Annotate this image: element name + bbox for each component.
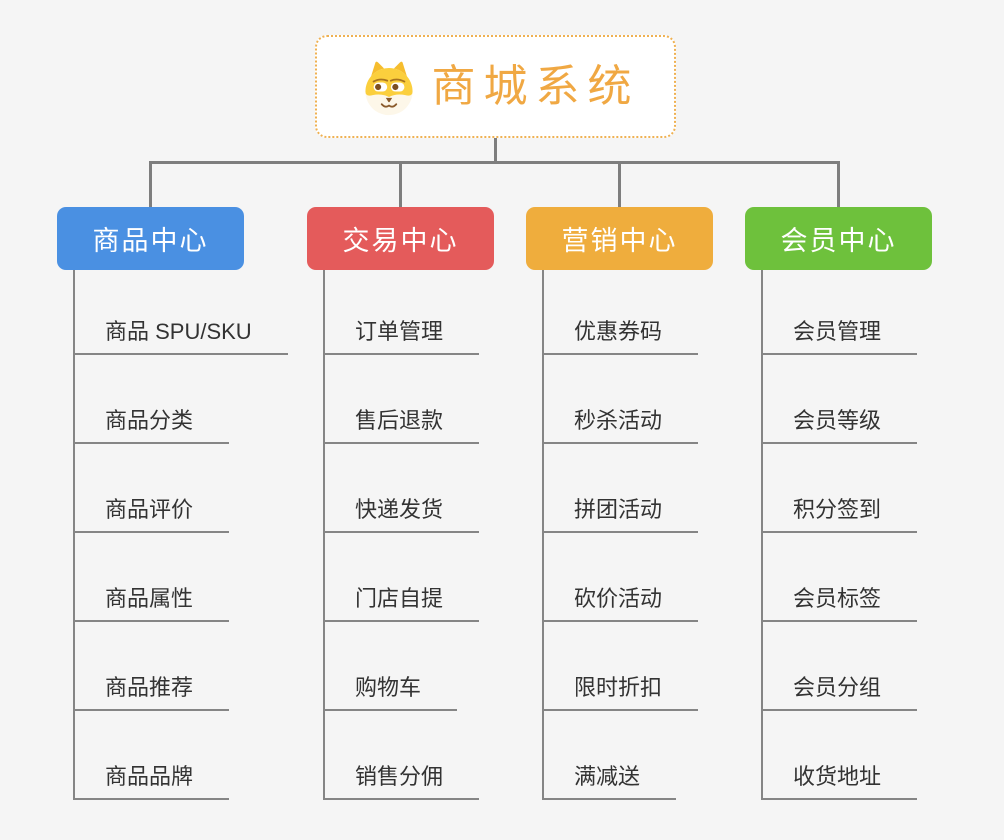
leaf-node[interactable]: 商品 SPU/SKU [75,319,288,355]
branch-node[interactable]: 会员中心 [745,207,932,270]
connector-bus [149,161,840,164]
root-node[interactable]: 商城系统 [315,35,676,138]
leaf-node[interactable]: 商品属性 [75,586,230,622]
leaf-node[interactable]: 销售分佣 [325,764,480,800]
connector-drop-4 [837,161,840,207]
branch-product-center: 商品中心 商品 SPU/SKU 商品分类 商品评价 商品属性 商品推荐 商品品牌 [57,207,288,800]
branch-marketing-center: 营销中心 优惠券码 秒杀活动 拼团活动 砍价活动 限时折扣 满减送 [526,207,713,800]
leaf-node[interactable]: 满减送 [544,764,677,800]
leaf-node[interactable]: 秒杀活动 [544,408,699,444]
leaf-node[interactable]: 订单管理 [325,319,480,355]
leaf-node[interactable]: 收货地址 [763,764,918,800]
leaf-node[interactable]: 优惠券码 [544,319,699,355]
leaf-node[interactable]: 限时折扣 [544,675,699,711]
branch-node[interactable]: 商品中心 [57,207,244,270]
leaf-list: 优惠券码 秒杀活动 拼团活动 砍价活动 限时折扣 满减送 [542,270,699,800]
leaf-node[interactable]: 积分签到 [763,497,918,533]
leaf-node[interactable]: 商品评价 [75,497,230,533]
leaf-list: 订单管理 售后退款 快递发货 门店自提 购物车 销售分佣 [323,270,480,800]
branch-label: 交易中心 [342,226,459,256]
leaf-node[interactable]: 会员分组 [763,675,918,711]
leaf-node[interactable]: 门店自提 [325,586,480,622]
shiba-dog-icon [364,61,413,115]
leaf-node[interactable]: 会员管理 [763,319,918,355]
leaf-node[interactable]: 会员标签 [763,586,918,622]
leaf-node[interactable]: 商品分类 [75,408,230,444]
leaf-node[interactable]: 砍价活动 [544,586,699,622]
branch-node[interactable]: 营销中心 [526,207,713,270]
root-title: 商城系统 [431,61,640,111]
branch-label: 商品中心 [92,226,209,256]
leaf-node[interactable]: 商品品牌 [75,764,230,800]
branch-trade-center: 交易中心 订单管理 售后退款 快递发货 门店自提 购物车 销售分佣 [307,207,494,800]
leaf-node[interactable]: 售后退款 [325,408,480,444]
leaf-list: 会员管理 会员等级 积分签到 会员标签 会员分组 收货地址 [761,270,918,800]
connector-root-stub [494,138,497,164]
branch-node[interactable]: 交易中心 [307,207,494,270]
connector-drop-1 [149,161,152,207]
branch-label: 营销中心 [561,226,678,256]
branch-label: 会员中心 [780,226,897,256]
leaf-node[interactable]: 快递发货 [325,497,480,533]
leaf-node[interactable]: 购物车 [325,675,458,711]
connector-drop-2 [399,161,402,207]
branch-member-center: 会员中心 会员管理 会员等级 积分签到 会员标签 会员分组 收货地址 [745,207,932,800]
leaf-node[interactable]: 商品推荐 [75,675,230,711]
leaf-node[interactable]: 会员等级 [763,408,918,444]
leaf-node[interactable]: 拼团活动 [544,497,699,533]
leaf-list: 商品 SPU/SKU 商品分类 商品评价 商品属性 商品推荐 商品品牌 [73,270,288,800]
connector-drop-3 [618,161,621,207]
